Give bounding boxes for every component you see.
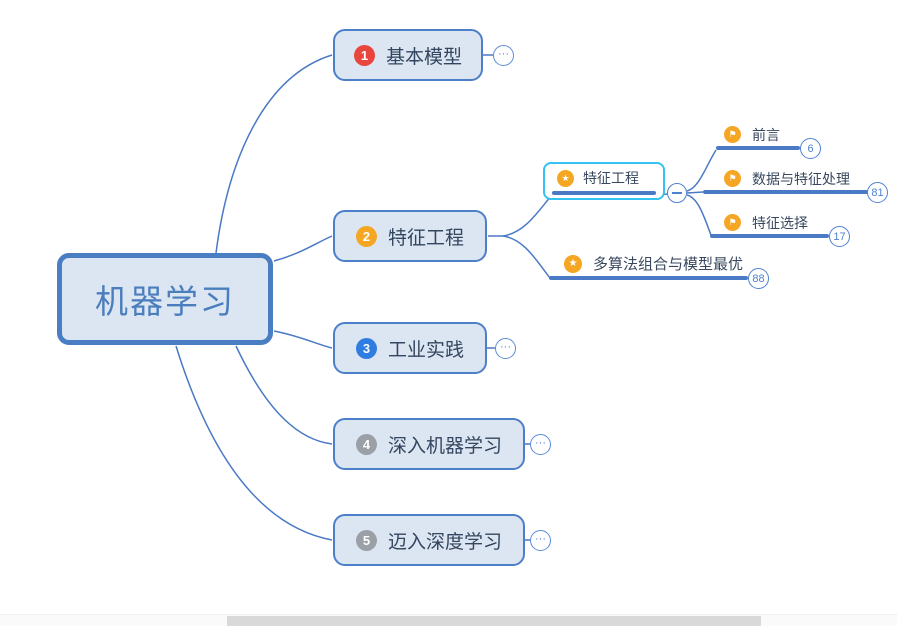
horizontal-scrollbar-thumb[interactable] [227, 616, 761, 626]
topic-label: 基本模型 [385, 46, 462, 68]
collapsed-indicator-deep-machine-learning[interactable]: ··· [530, 434, 551, 455]
topic-underline [703, 190, 868, 194]
count-badge: 6 [800, 138, 821, 159]
count-badge: 88 [748, 268, 769, 289]
topic-industrial-practice[interactable]: 3 工业实践 [333, 322, 487, 374]
topic-underline [716, 146, 800, 150]
topic-label: 迈入深度学习 [387, 531, 502, 553]
topic-underline [552, 191, 656, 195]
subtopic-label: 前言 [752, 126, 780, 143]
topic-into-deep-learning[interactable]: 5 迈入深度学习 [333, 514, 525, 566]
priority-1-icon: 1 [353, 44, 375, 66]
subtopic-label: 数据与特征处理 [752, 170, 850, 187]
subtopic-label: 特征选择 [752, 214, 808, 231]
root-topic[interactable]: 机器学习 [57, 253, 273, 345]
minus-icon [672, 192, 682, 194]
flag-icon: ⚑ [724, 126, 741, 143]
subtopic-label: 特征工程 [583, 170, 639, 186]
subtopic-preface[interactable]: ⚑ 前言 [724, 126, 780, 143]
topic-basic-models[interactable]: 1 基本模型 [333, 29, 483, 81]
subtopic-label: 多算法组合与模型最优 [593, 256, 744, 273]
collapse-toggle-icon[interactable] [667, 183, 687, 203]
priority-2-icon: 2 [355, 225, 377, 247]
subtopic-multi-algorithm[interactable]: ★ 多算法组合与模型最优 [564, 254, 744, 273]
collapsed-indicator-industrial-practice[interactable]: ··· [495, 338, 516, 359]
subtopic-feature-engineering-selected[interactable]: ★ 特征工程 [543, 162, 665, 200]
subtopic-feature-selection[interactable]: ⚑ 特征选择 [724, 214, 808, 231]
flag-icon: ⚑ [724, 214, 741, 231]
topic-label: 工业实践 [387, 339, 464, 361]
star-icon: ★ [557, 169, 574, 187]
topic-underline [710, 234, 829, 238]
collapsed-indicator-into-deep-learning[interactable]: ··· [530, 530, 551, 551]
priority-4-icon: 4 [355, 433, 377, 455]
collapsed-indicator-basic-models[interactable]: ··· [493, 45, 514, 66]
priority-3-icon: 3 [355, 337, 377, 359]
topic-deep-machine-learning[interactable]: 4 深入机器学习 [333, 418, 525, 470]
star-icon: ★ [564, 254, 582, 273]
topic-label: 深入机器学习 [387, 435, 502, 457]
horizontal-scrollbar-track[interactable] [0, 614, 897, 626]
priority-5-icon: 5 [355, 529, 377, 551]
count-badge: 81 [867, 182, 888, 203]
subtopic-data-feature-processing[interactable]: ⚑ 数据与特征处理 [724, 170, 850, 187]
flag-icon: ⚑ [724, 170, 741, 187]
topic-label: 特征工程 [387, 227, 464, 249]
count-badge: 17 [829, 226, 850, 247]
topic-underline [549, 276, 748, 280]
topic-feature-engineering[interactable]: 2 特征工程 [333, 210, 487, 262]
